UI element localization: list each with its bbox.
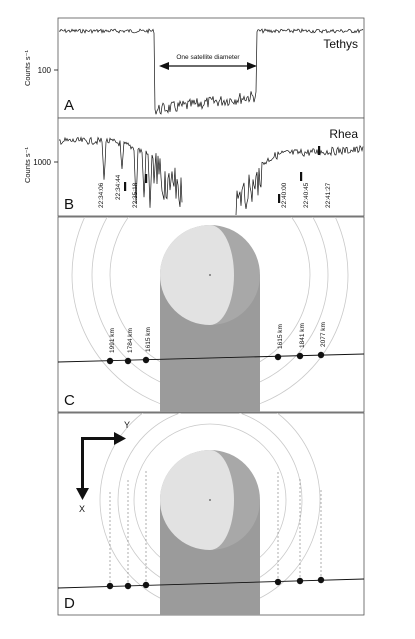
time-label-5: 22:40:45 [303, 182, 310, 208]
event-marker-2 [145, 174, 148, 183]
time-label-2: 22:34:44 [115, 174, 122, 200]
satellite-sunlit-crescent [160, 225, 234, 325]
x-axis-arrow-head [76, 488, 89, 500]
panel-c-letter: C [64, 392, 75, 409]
ring-circle-outer [71, 217, 349, 412]
panel-a-letter: A [64, 97, 74, 114]
panel-a-ylabel: Counts s⁻¹ [23, 49, 32, 86]
event-marker-3 [278, 194, 281, 203]
crossing-point-d-4 [274, 578, 282, 586]
time-label-3: 22:35:18 [132, 182, 139, 208]
diameter-arrow-right-head [247, 62, 257, 70]
event-marker-5 [318, 146, 321, 155]
event-marker-1 [124, 182, 127, 191]
crossing-point-d-5 [296, 577, 304, 585]
panel-b-title: Rhea [329, 127, 358, 141]
distance-label-1: 1991 km [109, 328, 116, 353]
satellite-center-point-d [209, 499, 211, 501]
crossing-point-d-6 [317, 576, 325, 584]
diameter-arrow-left-head [159, 62, 169, 70]
panel-a-ytick-label: 100 [38, 66, 52, 75]
crossing-point-4 [274, 353, 282, 361]
panel-b-ylabel: Counts s⁻¹ [23, 146, 32, 183]
panel-b-frame [57, 117, 365, 217]
y-axis-arrow-head [114, 432, 126, 445]
satellite-center-point [209, 274, 211, 276]
y-axis-arrow-shaft [81, 437, 117, 440]
tethys-count-trace [58, 28, 364, 115]
axes-indicator: Y X [76, 420, 130, 514]
crossing-point-3 [142, 356, 150, 364]
panel-d-letter: D [64, 595, 75, 612]
crossing-point-6 [317, 351, 325, 359]
panel-a-title: Tethys [323, 37, 358, 51]
crossing-point-1 [106, 357, 114, 365]
distance-label-6: 2077 km [320, 322, 327, 347]
panel-b-ytick-label: 1000 [33, 158, 51, 167]
distance-label-5: 1841 km [299, 323, 306, 348]
panel-d: Y X D [57, 412, 365, 616]
crossing-point-d-3 [142, 581, 150, 589]
time-label-6: 22:41:27 [325, 182, 332, 208]
panel-c: 1991 km 1784 km 1615 km 1615 km 1841 km … [57, 216, 365, 413]
diameter-label: One satellite diameter [176, 54, 240, 61]
distance-label-2: 1784 km [127, 328, 134, 353]
crossing-point-2 [124, 357, 132, 365]
y-axis-label: Y [124, 420, 130, 430]
crossing-point-d-1 [106, 582, 114, 590]
distance-label-4: 1615 km [277, 324, 284, 349]
satellite-sunlit-crescent-d [160, 450, 234, 550]
crossing-point-5 [296, 352, 304, 360]
rhea-count-trace [58, 136, 364, 216]
panel-b-letter: B [64, 196, 74, 213]
crossing-point-d-2 [124, 582, 132, 590]
event-marker-4 [300, 172, 303, 181]
distance-label-3: 1615 km [145, 327, 152, 352]
time-label-4: 22:40:00 [281, 182, 288, 208]
time-label-1: 22:34:06 [98, 182, 105, 208]
panel-a-frame [57, 17, 365, 119]
x-axis-label: X [79, 504, 85, 514]
panel-a: 100 Counts s⁻¹ Tethys A One satellite di… [23, 17, 365, 119]
panel-b: 1000 Counts s⁻¹ Rhea B 22:34:06 22:34:44… [23, 117, 365, 217]
x-axis-arrow-shaft [81, 437, 84, 490]
